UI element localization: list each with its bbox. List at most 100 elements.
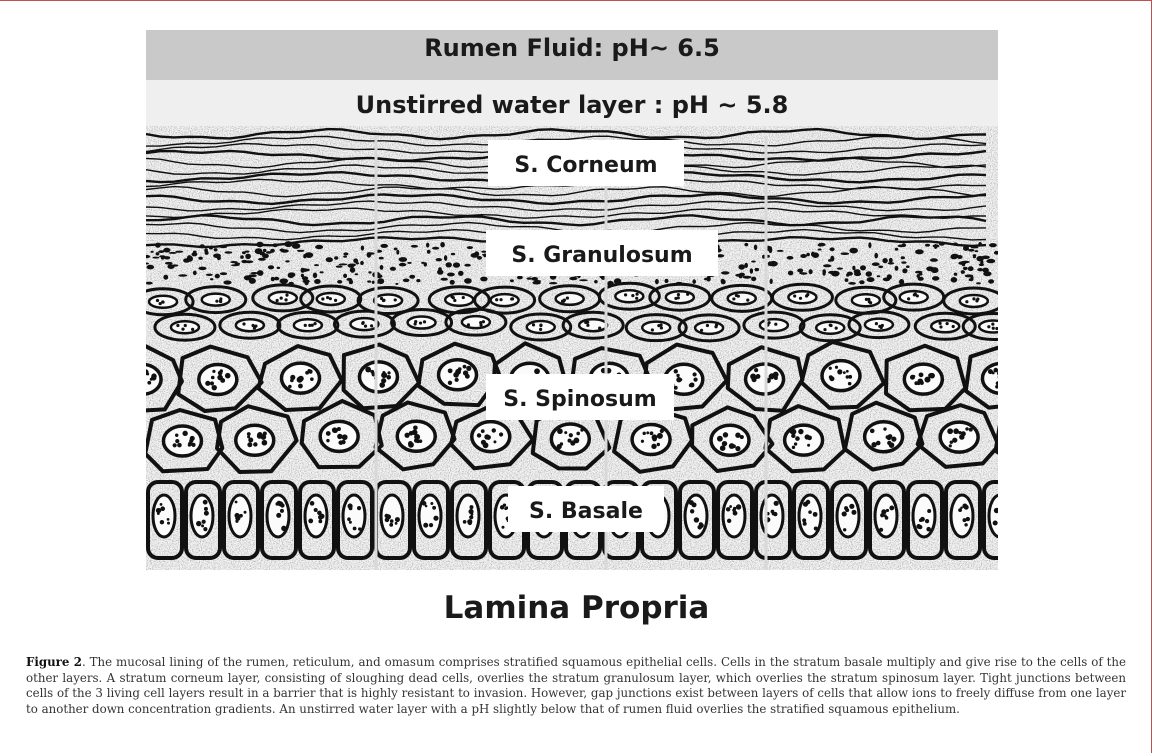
- spinosum-nucleus: [163, 426, 201, 456]
- chromatin-dot: [394, 298, 397, 301]
- chromatin-dot: [646, 431, 649, 434]
- granule: [953, 243, 958, 246]
- chromatin-dot: [774, 501, 779, 506]
- granule: [164, 256, 170, 259]
- granule: [750, 268, 753, 274]
- basale-nucleus: [457, 495, 479, 537]
- granule: [152, 257, 159, 259]
- chromatin-dot: [160, 520, 164, 524]
- basale-nucleus: [153, 495, 175, 537]
- chromatin-dot: [976, 297, 979, 300]
- chromatin-dot: [483, 442, 489, 448]
- granule: [165, 262, 173, 265]
- chromatin-dot: [631, 294, 634, 297]
- chromatin-dot: [925, 519, 929, 523]
- granule: [380, 265, 384, 270]
- granule: [436, 258, 442, 261]
- chromatin-dot: [462, 296, 465, 299]
- chromatin-dot: [651, 328, 654, 331]
- chromatin-dot: [964, 505, 969, 510]
- granule: [411, 245, 418, 248]
- chromatin-dot: [837, 369, 842, 374]
- granulosum-nucleus: [642, 322, 670, 334]
- chromatin-dot: [848, 382, 852, 386]
- chromatin-dot: [225, 373, 231, 379]
- granulosum-nucleus: [462, 316, 490, 328]
- granule: [257, 270, 264, 276]
- chromatin-dot: [865, 298, 868, 301]
- chromatin-dot: [928, 373, 933, 378]
- granule: [447, 273, 455, 277]
- chromatin-dot: [479, 321, 482, 324]
- granule: [258, 258, 266, 261]
- chromatin-dot: [641, 440, 644, 443]
- granulosum-nucleus: [695, 322, 723, 334]
- granule: [231, 264, 240, 266]
- chromatin-dot: [883, 427, 886, 430]
- chromatin-dot: [539, 324, 542, 327]
- granule: [777, 250, 784, 252]
- granulosum-nucleus: [236, 319, 264, 331]
- chromatin-dot: [175, 439, 179, 443]
- granule: [769, 261, 778, 267]
- chromatin-dot: [157, 512, 160, 515]
- granule: [349, 280, 353, 285]
- granule: [866, 271, 872, 277]
- granule: [147, 265, 155, 270]
- chromatin-dot: [586, 321, 589, 324]
- chromatin-dot: [774, 323, 777, 326]
- chromatin-dot: [469, 515, 473, 519]
- chromatin-dot: [254, 325, 257, 328]
- chromatin-dot: [318, 519, 322, 523]
- chromatin-dot: [370, 324, 373, 327]
- granule: [692, 279, 696, 284]
- chromatin-dot: [879, 528, 883, 532]
- chromatin-dot: [576, 432, 580, 436]
- granule: [343, 256, 347, 258]
- chromatin-dot: [674, 386, 678, 390]
- chromatin-dot: [919, 372, 924, 377]
- chromatin-dot: [805, 294, 808, 297]
- chromatin-dot: [326, 431, 331, 436]
- granule: [818, 243, 826, 247]
- chromatin-dot: [726, 507, 730, 511]
- spinosum-nucleus: [904, 364, 942, 394]
- chromatin-dot: [167, 518, 170, 521]
- chromatin-dot: [927, 509, 931, 513]
- granule: [951, 277, 958, 283]
- granule: [284, 241, 292, 247]
- granule: [161, 256, 165, 260]
- label-basale-box: S. Basale: [508, 486, 664, 532]
- chromatin-dot: [740, 435, 744, 439]
- chromatin-dot: [532, 323, 535, 326]
- granule: [846, 274, 849, 277]
- granule: [744, 243, 748, 246]
- chromatin-dot: [791, 434, 795, 438]
- granule: [379, 257, 384, 260]
- chromatin-dot: [829, 376, 834, 381]
- granule: [963, 267, 968, 270]
- granule: [958, 262, 966, 265]
- granule: [266, 251, 272, 254]
- granule: [169, 252, 177, 254]
- granule: [464, 278, 472, 284]
- chromatin-dot: [920, 381, 924, 385]
- granule: [961, 270, 965, 274]
- chromatin-dot: [598, 327, 601, 330]
- chromatin-dot: [566, 296, 569, 299]
- chromatin-dot: [770, 373, 774, 377]
- chromatin-dot: [203, 500, 208, 505]
- granule: [193, 271, 197, 276]
- granule: [343, 274, 347, 278]
- granule: [986, 259, 995, 263]
- chromatin-dot: [463, 520, 467, 524]
- chromatin-dot: [404, 433, 409, 438]
- granule: [394, 248, 398, 251]
- chromatin-dot: [746, 299, 749, 302]
- granule: [925, 244, 930, 247]
- chromatin-dot: [429, 523, 433, 527]
- granulosum-nucleus: [171, 321, 199, 333]
- granule: [395, 283, 398, 285]
- chromatin-dot: [792, 446, 795, 449]
- chromatin-dot: [212, 385, 217, 390]
